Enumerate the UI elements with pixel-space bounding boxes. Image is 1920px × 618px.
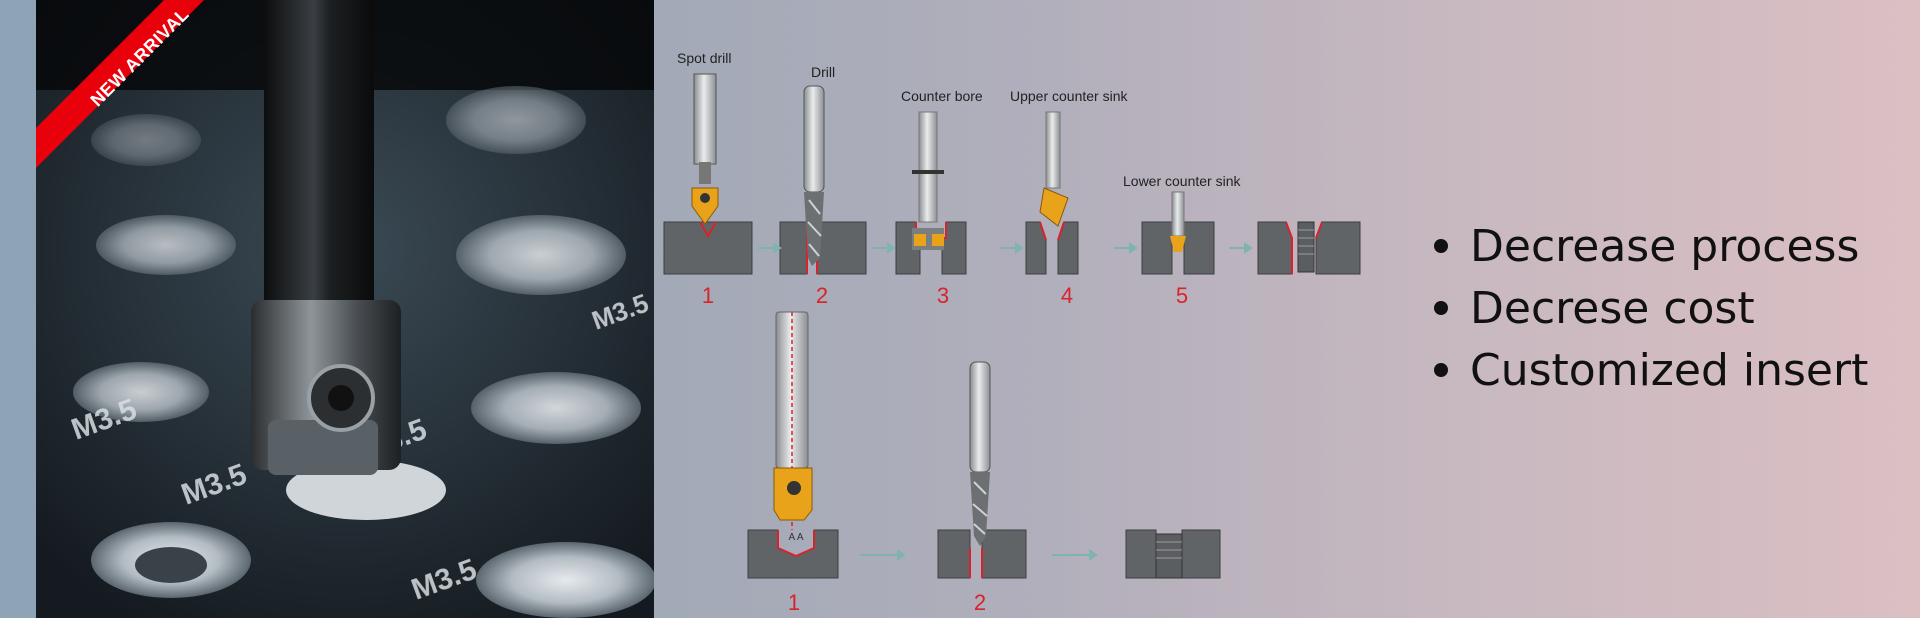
left-color-strip (0, 0, 36, 618)
feature-text: Decrease process (1470, 220, 1860, 272)
label-upper-counter-sink: Upper counter sink (1010, 88, 1129, 104)
step-number: 1 (788, 590, 800, 615)
list-item: Decrease process (1430, 215, 1900, 277)
hole (91, 114, 201, 166)
step-number: 2 (816, 283, 828, 308)
product-photo: M3.5 M3.5 M3.5 M3.5 M3.5 NEW ARRIVAL (36, 0, 654, 618)
hole (471, 372, 641, 444)
step-number: 4 (1061, 283, 1073, 308)
hole (446, 86, 586, 154)
hole (135, 547, 207, 583)
feature-list: Decrease process Decrese cost Customized… (1430, 215, 1900, 401)
hole (73, 362, 209, 422)
step-number: 1 (702, 283, 714, 308)
list-item: Customized insert (1430, 339, 1900, 401)
new-arrival-ribbon (36, 0, 204, 168)
bullet-icon (1434, 301, 1448, 315)
dimension-label: A A (788, 532, 803, 543)
label-drill: Drill (811, 64, 835, 80)
label-spot-drill: Spot drill (677, 50, 731, 66)
hole (456, 215, 626, 295)
step-number: 2 (974, 590, 986, 615)
list-item: Decrese cost (1430, 277, 1900, 339)
hole (476, 542, 654, 618)
bullet-icon (1434, 239, 1448, 253)
hole (96, 215, 236, 275)
label-counter-bore: Counter bore (901, 88, 983, 104)
feature-text: Decrese cost (1470, 282, 1755, 334)
step-number: 5 (1176, 283, 1188, 308)
drill-tool-photo-icon: M3.5 M3.5 M3.5 M3.5 M3.5 (36, 0, 654, 618)
bullet-icon (1434, 363, 1448, 377)
step-number: 3 (937, 283, 949, 308)
process-diagram: Spot drill Drill Counter bore Upper coun… (654, 0, 1374, 618)
feature-text: Customized insert (1470, 344, 1869, 396)
label-lower-counter-sink: Lower counter sink (1123, 173, 1242, 189)
